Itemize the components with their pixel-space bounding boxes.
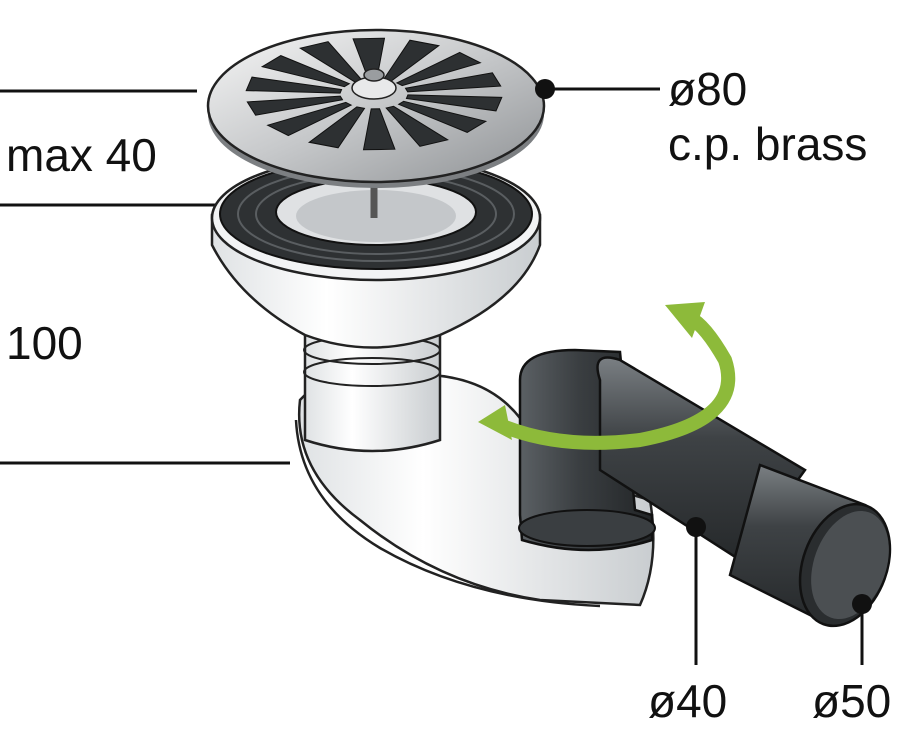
grate-slot <box>405 94 503 112</box>
grate-slot <box>397 100 488 133</box>
outlet-pipe <box>596 356 892 628</box>
drain-neck <box>303 333 442 453</box>
label-outlet-large: ø50 <box>812 675 891 727</box>
grate-slot <box>260 55 351 88</box>
grate-cover <box>206 28 546 188</box>
grate-slot <box>395 51 482 87</box>
label-grate-material: c.p. brass <box>668 118 867 170</box>
grate-slot <box>362 108 396 151</box>
grate-slot <box>307 106 366 149</box>
leader-dot-outlet-small <box>686 517 706 537</box>
grate-slot <box>245 76 343 94</box>
label-grate-diameter: ø80 <box>668 63 747 115</box>
leader-dot-outlet-large <box>852 594 872 614</box>
grate-slot <box>385 105 449 147</box>
grate-slot <box>266 101 353 137</box>
grate-slot <box>404 72 502 93</box>
rotation-arrow <box>478 302 736 450</box>
label-height-top: max 40 <box>6 129 157 181</box>
label-outlet-small: ø40 <box>648 675 727 727</box>
grate-slot <box>246 95 344 116</box>
leader-dot-grate <box>535 79 555 99</box>
label-height-body: 100 <box>6 317 83 369</box>
